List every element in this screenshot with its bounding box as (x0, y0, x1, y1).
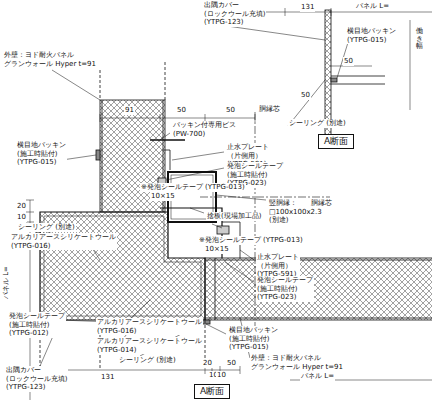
section-title: A断面 (195, 385, 229, 398)
callout-label: 横目地パッキン (施工時貼付) (YTPG-015) (228, 326, 279, 352)
callout-label: 50 (176, 106, 187, 115)
callout-label: シーリング (別途) (118, 356, 177, 365)
section-title: A断面 (319, 135, 353, 148)
callout-label: アルカリアースシリケートウール (YTPG-014) (96, 337, 203, 354)
callout-label: パネル L= (2, 265, 11, 300)
callout-label: 20 (16, 202, 27, 211)
callout-label: シーリング (別途) (288, 119, 347, 128)
callout-label: 20 (202, 359, 213, 368)
callout-label: 横目地パッキン (施工時貼付) (YTPG-015) (16, 141, 67, 167)
callout-label: 10×15 (204, 245, 230, 254)
callout-label: 胴縁芯 (310, 199, 333, 208)
callout-label: 131 (300, 3, 315, 12)
callout-label: ※発泡シールテープ (YTPG-013) (140, 183, 246, 192)
callout-label: 発泡シールテープ (施工時貼付) (YTPG-012) (8, 312, 66, 338)
callout-label: 50 (226, 359, 237, 368)
callout-label: 91 (124, 106, 135, 115)
callout-label: 出隅カバー (ロックウール充填) (YTPG-123) (203, 1, 266, 27)
callout-label: アルカリアースシリケートウール (YTPG-016) (10, 233, 117, 250)
callout-label: シーリング (別途) (17, 223, 76, 232)
callout-label: 50 (300, 91, 311, 100)
section-tag: A断面 (318, 134, 354, 149)
callout-label: パネル L= (355, 2, 390, 11)
callout-label: 捨板(現場加工品) (206, 212, 262, 221)
callout-label: 50 (225, 106, 236, 115)
callout-label: 胴縁芯 (258, 105, 281, 114)
section-tag: A断面 (194, 384, 230, 399)
callout-label: パッキン付専用ビス (PW-700) (172, 121, 237, 138)
callout-label: 50 (343, 57, 354, 66)
callout-label: 外壁：ヨド耐火パネル グランウォール Hyper t=91 (250, 354, 357, 371)
callout-label: 外壁：ヨド耐火パネル グランウォール Hyper t=91 (3, 51, 110, 68)
callout-label: アルカリアースシリケートウール (YTPG-016) (96, 318, 203, 335)
callout-label: 止水プレート（片側用） (YTPG-591) (256, 253, 300, 279)
callout-label: 10 (16, 213, 27, 222)
callout-label: 発泡シールテープ (施工時貼付) (YTPG-023) (256, 276, 314, 302)
callout-label: 10×15 (150, 192, 176, 201)
callout-label: パネル L= (300, 372, 335, 381)
callout-label: 131 (100, 373, 115, 382)
callout-label: 出隅カバー (ロックウール充填) (YTPG-123) (5, 366, 68, 392)
callout-label: ※発泡シールテープ (YTPG-013) (198, 236, 304, 245)
callout-label: 10 (216, 371, 227, 380)
callout-label: 横目地パッキン (YTPG-015) (346, 27, 397, 44)
callout-label: 働き幅 (415, 28, 424, 51)
